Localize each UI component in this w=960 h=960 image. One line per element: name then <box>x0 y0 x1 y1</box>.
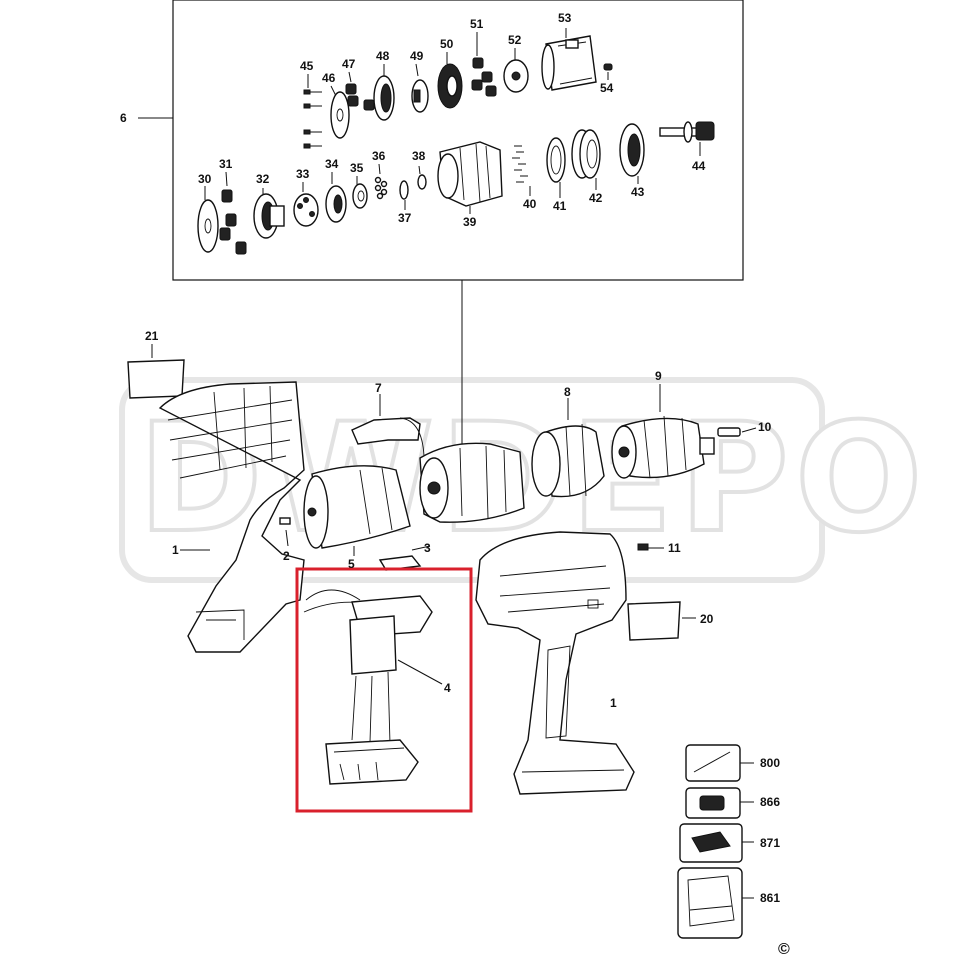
callout-41: 41 <box>553 199 567 213</box>
callout-8: 8 <box>564 385 571 399</box>
callout-36: 36 <box>372 149 386 163</box>
callout-21: 21 <box>145 329 159 343</box>
part-31-planet-gears <box>219 171 247 255</box>
callout-866: 866 <box>760 795 780 809</box>
part-11-screw <box>637 543 664 551</box>
part-52-carrier <box>503 48 529 93</box>
part-2-spring <box>279 517 291 547</box>
part-49-carrier <box>411 63 429 113</box>
part-43-collar <box>619 123 645 184</box>
part-50-gear <box>437 52 463 109</box>
part-40-springs <box>512 145 531 196</box>
part-46-washer <box>330 85 350 139</box>
callout-20: 20 <box>700 612 714 626</box>
callout-54: 54 <box>600 81 614 95</box>
part-47-planet-gears <box>345 71 375 111</box>
callout-32: 32 <box>256 172 270 186</box>
part-1-housing-assembled <box>475 531 635 795</box>
part-36-balls <box>374 163 388 200</box>
callout-38: 38 <box>412 149 426 163</box>
part-41-washer <box>546 137 566 198</box>
callout-51: 51 <box>470 17 484 31</box>
callout-48: 48 <box>376 49 390 63</box>
callout-861: 861 <box>760 891 780 905</box>
part-32-ring-gear <box>253 188 285 239</box>
callout-45: 45 <box>300 59 314 73</box>
callout-800: 800 <box>760 756 780 770</box>
callout-43: 43 <box>631 185 645 199</box>
callout-35: 35 <box>350 161 364 175</box>
part-20-label <box>627 601 696 641</box>
part-51-planet-gears <box>471 32 497 97</box>
copyright-symbol: © <box>778 941 790 958</box>
callout-53: 53 <box>558 11 572 25</box>
callout-7: 7 <box>375 381 382 395</box>
callout-33: 33 <box>296 167 310 181</box>
part-21-label <box>127 344 185 399</box>
callout-5: 5 <box>348 557 355 571</box>
part-37-washer <box>399 180 409 210</box>
main-assembly <box>127 344 757 939</box>
callout-1-left: 1 <box>172 543 179 557</box>
callout-1-right: 1 <box>610 696 617 710</box>
callout-39: 39 <box>463 215 477 229</box>
callout-37: 37 <box>398 211 412 225</box>
callout-30: 30 <box>198 172 212 186</box>
callout-4: 4 <box>444 681 451 695</box>
gearbox-assembly <box>419 442 525 523</box>
part-45-screws <box>303 74 322 149</box>
part-7-brush-plate <box>351 394 425 457</box>
gearbox-bottom-row-parts <box>197 121 715 255</box>
part-34-gear <box>325 172 347 223</box>
callout-9: 9 <box>655 369 662 383</box>
part-3-lever <box>378 545 431 571</box>
callout-labels: 6 45 46 47 48 49 50 51 52 53 54 30 31 32… <box>120 11 790 958</box>
callout-871: 871 <box>760 836 780 850</box>
callout-50: 50 <box>440 37 454 51</box>
part-38-ring <box>417 165 427 190</box>
accessory-800 <box>685 744 754 782</box>
callout-40: 40 <box>523 197 537 211</box>
callout-49: 49 <box>410 49 424 63</box>
callout-46: 46 <box>322 71 336 85</box>
accessory-861 <box>677 867 754 939</box>
callout-52: 52 <box>508 33 522 47</box>
part-53-gear-housing <box>541 28 597 91</box>
part-54-pin <box>603 63 613 80</box>
part-44-spindle <box>659 121 715 156</box>
gearbox-top-row-parts <box>303 28 613 149</box>
callout-11: 11 <box>668 541 681 555</box>
callout-3: 3 <box>424 541 431 555</box>
callout-34: 34 <box>325 157 339 171</box>
callout-10: 10 <box>758 420 772 434</box>
gearbox-detail-box <box>138 0 744 458</box>
callout-31: 31 <box>219 157 233 171</box>
part-4-switch-highlight <box>295 567 473 813</box>
callout-44: 44 <box>692 159 706 173</box>
part-39-clutch-housing <box>437 141 503 214</box>
accessory-871 <box>679 823 754 863</box>
part-9-chuck <box>611 384 715 479</box>
part-10-chuck-screw <box>717 427 757 437</box>
accessory-866 <box>685 787 754 819</box>
part-33-carrier <box>293 182 319 227</box>
callout-6: 6 <box>120 111 127 125</box>
part-30-washer <box>197 186 219 253</box>
part-5-motor <box>303 465 411 556</box>
callout-2: 2 <box>283 549 290 563</box>
part-48-ring-gear <box>373 64 395 121</box>
part-8-clutch-collar <box>531 398 605 498</box>
part-42-clutch-ring <box>571 129 601 190</box>
part-35-gear <box>352 176 368 209</box>
callout-42: 42 <box>589 191 603 205</box>
callout-47: 47 <box>342 57 356 71</box>
